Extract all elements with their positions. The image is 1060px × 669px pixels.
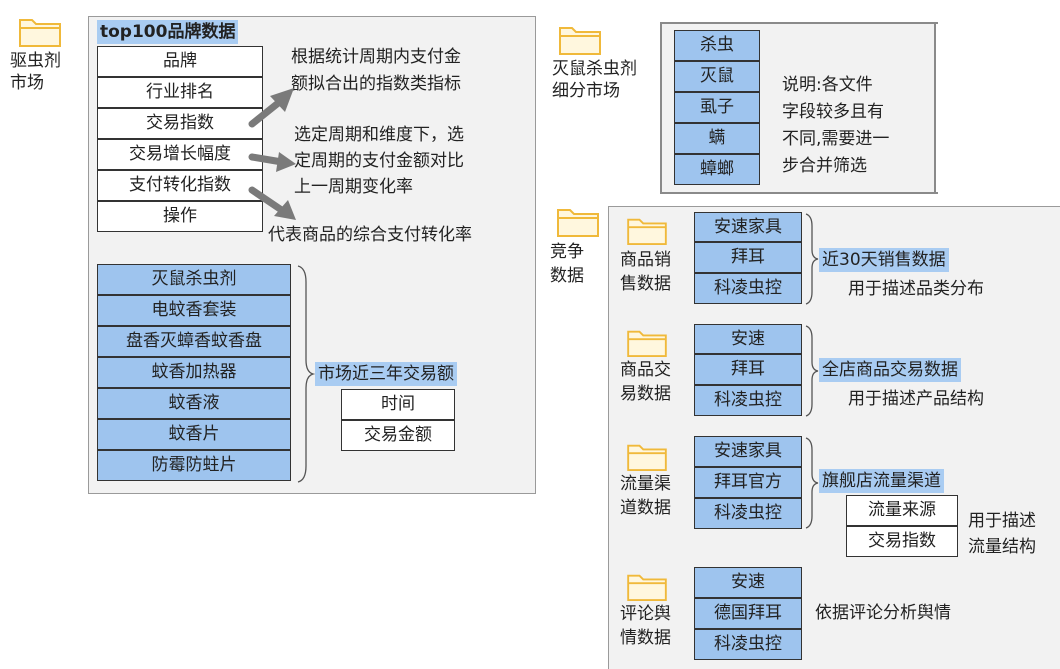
folder-label-jingzheng: 竞争数据 bbox=[550, 242, 584, 286]
section-label-sales: 近30天销售数据 bbox=[819, 248, 949, 272]
section-label-traffic: 旗舰店流量渠道 bbox=[819, 469, 944, 493]
field-operation: 操作 bbox=[97, 201, 263, 232]
arrow-head bbox=[276, 152, 296, 172]
submarket-item: 螨 bbox=[674, 123, 760, 154]
folder-icon bbox=[627, 574, 667, 602]
arrow-conversion bbox=[248, 186, 287, 215]
folder-icon bbox=[559, 27, 601, 55]
field-brand: 品牌 bbox=[97, 46, 263, 77]
brand-cell: 安速 bbox=[694, 324, 802, 354]
section-desc-review: 依据评论分析舆情 bbox=[815, 603, 951, 623]
submarket-item: 蟑螂 bbox=[674, 154, 760, 185]
category-item: 盘香灭蟑香蚊香盘 bbox=[97, 326, 291, 357]
arrow-trade-index bbox=[248, 96, 286, 128]
submarket-item: 虱子 bbox=[674, 92, 760, 123]
folder-icon bbox=[19, 19, 61, 47]
submarket-item: 灭鼠 bbox=[674, 61, 760, 92]
competition-panel bbox=[608, 206, 1060, 669]
note-growth: 选定周期和维度下，选定周期的支付金额对比上一周期变化率 bbox=[294, 125, 464, 197]
category-item: 电蚊香套装 bbox=[97, 295, 291, 326]
brace-sales bbox=[805, 213, 819, 305]
category-item: 蚊香液 bbox=[97, 388, 291, 419]
market-field-amount: 交易金额 bbox=[341, 420, 455, 451]
field-trade-index: 交易指数 bbox=[97, 108, 263, 139]
brand-cell: 安速家具 bbox=[694, 212, 802, 242]
brace-trade bbox=[805, 325, 819, 417]
brand-cell: 拜耳 bbox=[694, 354, 802, 385]
category-item: 防霉防蛀片 bbox=[97, 450, 291, 481]
folder-label-mieshu: 灭鼠杀虫剂细分市场 bbox=[552, 59, 637, 101]
brand-cell: 安速家具 bbox=[694, 436, 802, 467]
submarket-note: 说明:各文件字段较多且有 不同,需要进一步合并筛选 bbox=[782, 75, 890, 176]
folder-icon bbox=[627, 218, 667, 246]
section-title-review: 评论舆情数据 bbox=[620, 604, 671, 648]
traffic-field-source: 流量来源 bbox=[846, 495, 958, 526]
section-title-trade: 商品交易数据 bbox=[620, 360, 671, 404]
arrow-head bbox=[270, 88, 294, 112]
folder-label-quchong: 驱虫剂市场 bbox=[10, 51, 61, 93]
brand-cell: 德国拜耳 bbox=[694, 598, 802, 629]
category-item: 灭鼠杀虫剂 bbox=[97, 264, 291, 295]
brand-cell: 科凌虫控 bbox=[694, 498, 802, 529]
field-rank: 行业排名 bbox=[97, 77, 263, 108]
section-title-sales: 商品销售数据 bbox=[620, 250, 671, 294]
brand-cell: 科凌虫控 bbox=[694, 629, 802, 660]
brand-cell: 科凌虫控 bbox=[694, 385, 802, 416]
brace-traffic bbox=[805, 437, 819, 529]
top100-title: top100品牌数据 bbox=[97, 20, 239, 44]
note-trade-index: 根据统计周期内支付金额拟合出的指数类指标 bbox=[291, 47, 461, 94]
brand-cell: 安速 bbox=[694, 567, 802, 598]
market-field-time: 时间 bbox=[341, 389, 455, 420]
field-growth: 交易增长幅度 bbox=[97, 139, 263, 170]
traffic-field-trade-index: 交易指数 bbox=[846, 526, 958, 557]
category-item: 蚊香加热器 bbox=[97, 357, 291, 388]
submarket-panel-right-edge bbox=[934, 22, 936, 194]
section-desc-sales: 用于描述品类分布 bbox=[848, 279, 984, 299]
section-title-traffic: 流量渠道数据 bbox=[620, 474, 671, 518]
folder-icon bbox=[627, 330, 667, 358]
arrow-head bbox=[274, 200, 296, 220]
folder-icon bbox=[627, 444, 667, 472]
section-label-trade: 全店商品交易数据 bbox=[819, 358, 961, 382]
folder-icon bbox=[557, 209, 599, 237]
brand-cell: 拜耳 bbox=[694, 242, 802, 273]
brand-cell: 科凌虫控 bbox=[694, 273, 802, 304]
market-label: 市场近三年交易额 bbox=[315, 362, 457, 386]
submarket-item: 杀虫 bbox=[674, 30, 760, 61]
section-desc-trade: 用于描述产品结构 bbox=[848, 389, 984, 409]
category-item: 蚊香片 bbox=[97, 419, 291, 450]
brand-cell: 拜耳官方 bbox=[694, 467, 802, 498]
section-desc-traffic: 用于描述流量结构 bbox=[968, 511, 1036, 557]
arrow-growth bbox=[248, 153, 286, 166]
field-conversion: 支付转化指数 bbox=[97, 170, 263, 201]
note-conversion: 代表商品的综合支付转化率 bbox=[268, 225, 472, 245]
